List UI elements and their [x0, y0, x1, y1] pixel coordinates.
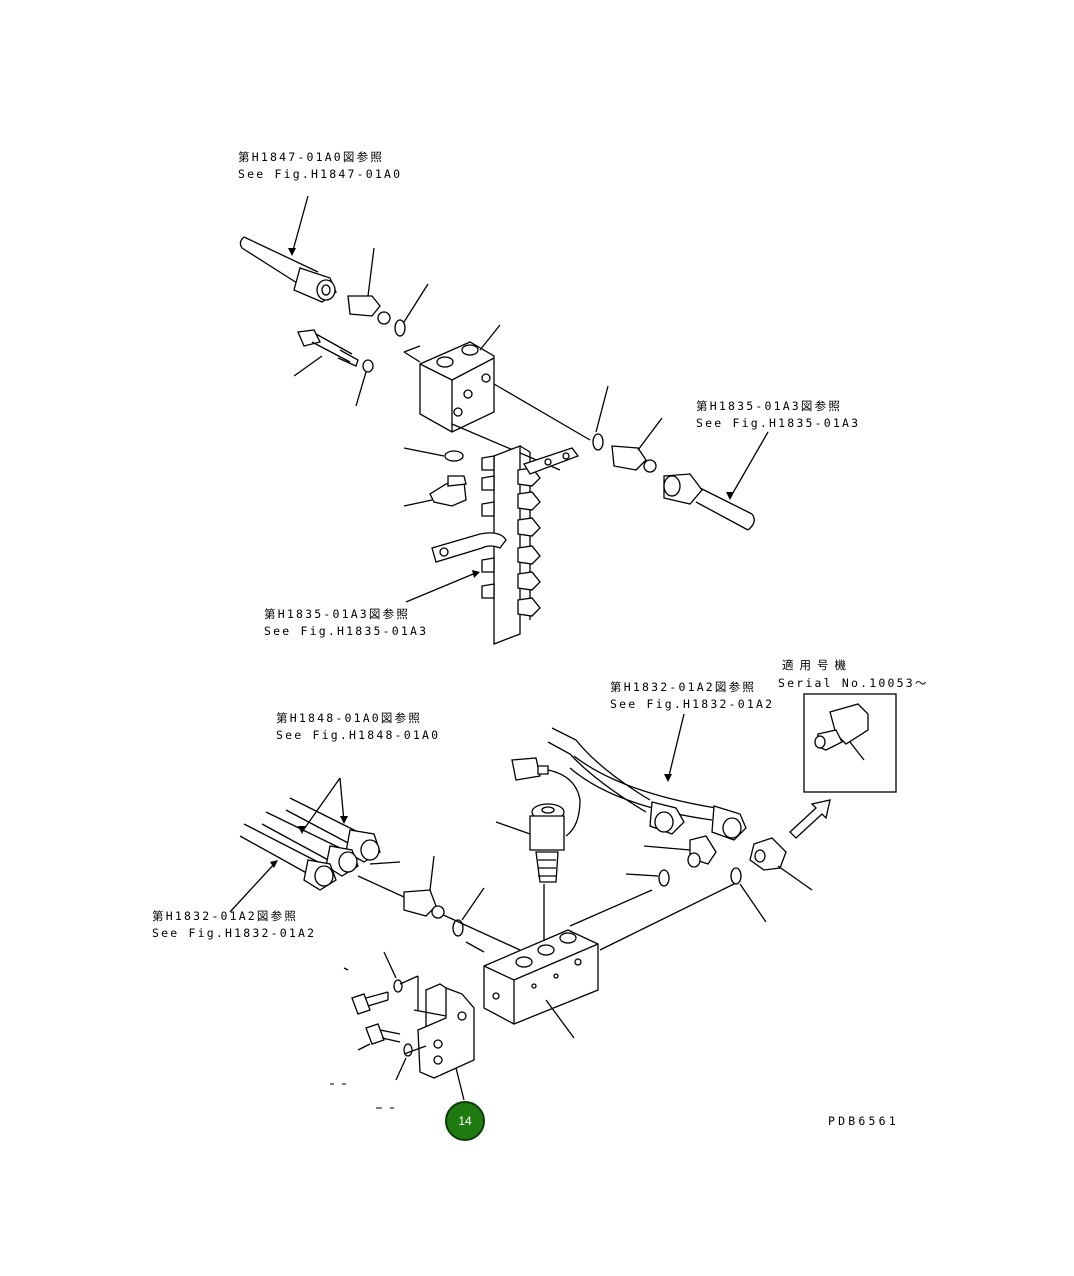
reference-en: See Fig.H1835-01A3: [696, 416, 861, 430]
o-ring-lower: [452, 919, 464, 937]
reference-jp: 第H1832-01A2図参照: [152, 909, 299, 923]
o-ring-right: [592, 433, 604, 451]
reference-jp: 第H1835-01A3図参照: [264, 607, 411, 621]
serial-en: Serial No.10053～: [778, 676, 929, 690]
o-ring-top: [394, 319, 406, 337]
o-ring-lower-mid: [658, 869, 670, 887]
serial-inset-box: [803, 693, 897, 793]
adapter-top: [347, 247, 391, 325]
top-assembly: [239, 195, 769, 645]
o-ring-lower-right: [730, 867, 742, 885]
reference-label-top-right: 第H1835-01A3図参照 See Fig.H1835-01A3: [696, 398, 860, 432]
clamp-bracket: [431, 532, 507, 563]
reference-jp: 第H1848-01A0図参照: [276, 711, 423, 725]
adapter-right: [611, 417, 663, 473]
reference-label-lower-right: 第H1832-01A2図参照 See Fig.H1832-01A2: [610, 679, 774, 713]
reference-label-lower-left: 第H1832-01A2図参照 See Fig.H1832-01A2: [152, 908, 316, 942]
solenoid-valve: [495, 803, 565, 946]
adapter-lower-right: [643, 835, 717, 868]
reference-en: See Fig.H1847-01A0: [238, 167, 403, 181]
bolt-top: [293, 329, 359, 377]
serial-applicability-label: 適用号機 Serial No.10053～: [778, 656, 929, 692]
reference-label-top-left: 第H1847-01A0図参照 See Fig.H1847-01A0: [238, 149, 402, 183]
valve-block-top: [403, 324, 591, 471]
o-ring-left: [444, 450, 464, 462]
reference-label-middle: 第H1835-01A3図参照 See Fig.H1835-01A3: [264, 606, 428, 640]
reference-en: See Fig.H1832-01A2: [152, 926, 317, 940]
adapter-lower: [403, 855, 445, 919]
reference-jp: 第H1835-01A3図参照: [696, 399, 843, 413]
reference-jp: 第H1832-01A2図参照: [610, 680, 757, 694]
serial-arrow: [789, 799, 831, 839]
lower-assembly: [229, 693, 897, 1109]
hose-top-left: [239, 195, 337, 303]
reference-en: See Fig.H1835-01A3: [264, 624, 429, 638]
solenoid-connector: [511, 757, 581, 837]
reference-jp: 第H1847-01A0図参照: [238, 150, 385, 164]
serial-jp: 適用号機: [782, 658, 852, 672]
hoses-lower-right: [547, 713, 747, 841]
bolt-lower-lower: [357, 1023, 413, 1081]
bolt-lower-upper: [343, 951, 403, 1015]
mounting-bracket: [399, 975, 475, 1101]
hose-top-right: [663, 431, 769, 531]
hoses-lower-left: [229, 777, 521, 951]
part-callout-button[interactable]: 14: [445, 1101, 485, 1141]
manifold-column: [481, 445, 580, 645]
reference-label-lower-left-upper: 第H1848-01A0図参照 See Fig.H1848-01A0: [276, 710, 440, 744]
washer-top: [355, 359, 374, 407]
reference-en: See Fig.H1848-01A0: [276, 728, 441, 742]
valve-block-lower: [465, 883, 735, 1039]
elbow-lower-right: [749, 837, 813, 891]
elbow-fitting: [403, 475, 467, 507]
reference-en: See Fig.H1832-01A2: [610, 697, 775, 711]
drawing-code: PDB6561: [828, 1114, 899, 1128]
callout-number: 14: [458, 1114, 472, 1128]
